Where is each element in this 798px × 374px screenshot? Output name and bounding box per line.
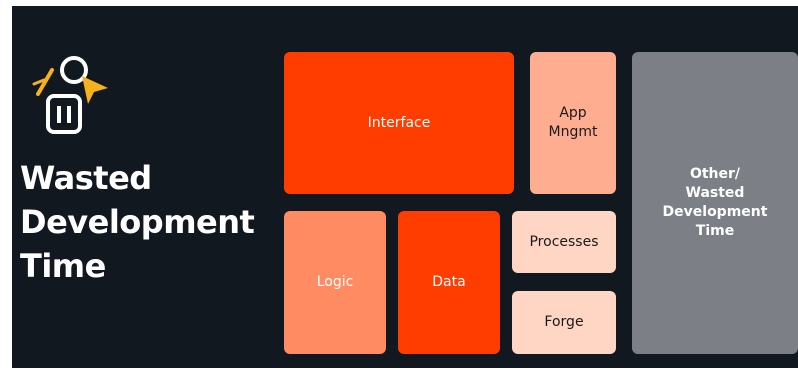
block-interface-label: Interface <box>367 114 431 131</box>
block-other-line-1: Other/ <box>689 166 741 182</box>
block-processes: Processes <box>512 211 616 273</box>
block-forge-label: Forge <box>544 314 584 330</box>
cursor-icon <box>60 56 108 104</box>
block-forge: Forge <box>512 291 616 354</box>
block-logic-label: Logic <box>316 274 354 290</box>
icon-cluster-svg <box>32 56 108 134</box>
block-processes-label: Processes <box>529 233 599 250</box>
title-line-3: Time <box>20 247 106 285</box>
slide-title: Wasted Development Time <box>20 156 280 288</box>
icon-group <box>32 54 122 146</box>
block-other-line-4: Time <box>695 223 735 239</box>
block-other-line-3: Development <box>662 204 768 220</box>
block-interface: Interface <box>284 52 514 194</box>
title-line-1: Wasted <box>20 159 152 197</box>
block-app-mngmt-line-1: App <box>559 105 587 121</box>
block-app-mngmt: App Mngmt <box>530 52 616 194</box>
trash-icon <box>46 94 82 134</box>
slide: Wasted Development Time Interface App Mn… <box>12 6 798 368</box>
block-data: Data <box>398 211 500 354</box>
block-logic: Logic <box>284 211 386 354</box>
block-app-mngmt-line-2: Mngmt <box>548 124 598 140</box>
pencil-icon <box>32 68 54 96</box>
block-other-line-2: Wasted <box>685 185 745 201</box>
title-line-2: Development <box>20 203 255 241</box>
block-data-label: Data <box>432 274 466 290</box>
block-other-wasted: Other/ Wasted Development Time <box>632 52 798 354</box>
